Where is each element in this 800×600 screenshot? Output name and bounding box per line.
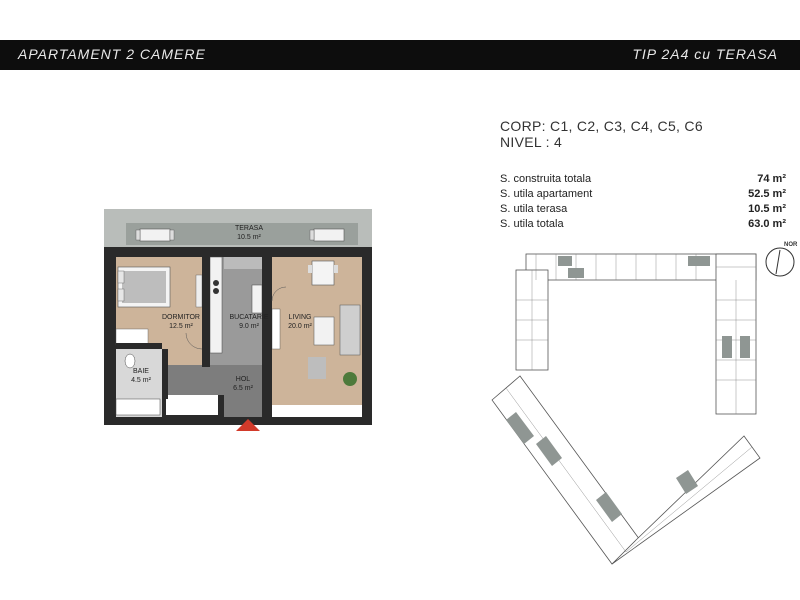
apartment-type-title: APARTAMENT 2 CAMERE — [18, 46, 206, 62]
surface-row: S. utila apartament 52.5 m² — [500, 187, 786, 202]
highlight-unit — [536, 436, 562, 466]
highlight-unit — [568, 268, 584, 278]
compass-label: NOR — [784, 242, 798, 248]
highlight-unit — [506, 412, 534, 444]
surface-value: 10.5 m² — [748, 203, 786, 215]
apartment-info: CORP: C1, C2, C3, C4, C5, C6 NIVEL : 4 S… — [500, 118, 800, 230]
surface-value: 63.0 m² — [748, 218, 786, 230]
surface-row: S. construita totala 74 m² — [500, 172, 786, 187]
surface-label: S. construita totala — [500, 173, 592, 185]
surface-row: S. utila terasa 10.5 m² — [500, 202, 786, 217]
surface-value: 52.5 m² — [748, 188, 786, 200]
highlight-unit — [558, 256, 572, 266]
highlight-unit — [676, 470, 698, 494]
nivel-label: NIVEL : 4 — [500, 134, 563, 150]
surface-table: S. construita totala 74 m² S. utila apar… — [500, 172, 786, 232]
header-bar: APARTAMENT 2 CAMERE TIP 2A4 cu TERASA — [0, 40, 800, 70]
highlight-unit — [740, 336, 750, 358]
surface-label: S. utila terasa — [500, 203, 568, 215]
unit-type-title: TIP 2A4 cu TERASA — [632, 46, 778, 62]
surface-value: 74 m² — [757, 173, 786, 185]
surface-label: S. utila totala — [500, 218, 564, 230]
highlight-unit — [722, 336, 732, 358]
building-site-plan: NOR — [476, 240, 800, 580]
compass-icon — [765, 247, 795, 277]
wing-right-diagonal — [611, 435, 761, 565]
surface-row: S. utila totala 63.0 m² — [500, 217, 786, 232]
entry-marker — [236, 419, 260, 431]
highlight-unit — [596, 492, 622, 522]
corp-label: CORP: C1, C2, C3, C4, C5, C6 — [500, 118, 703, 134]
surface-label: S. utila apartament — [500, 188, 593, 200]
highlight-unit — [688, 256, 710, 266]
